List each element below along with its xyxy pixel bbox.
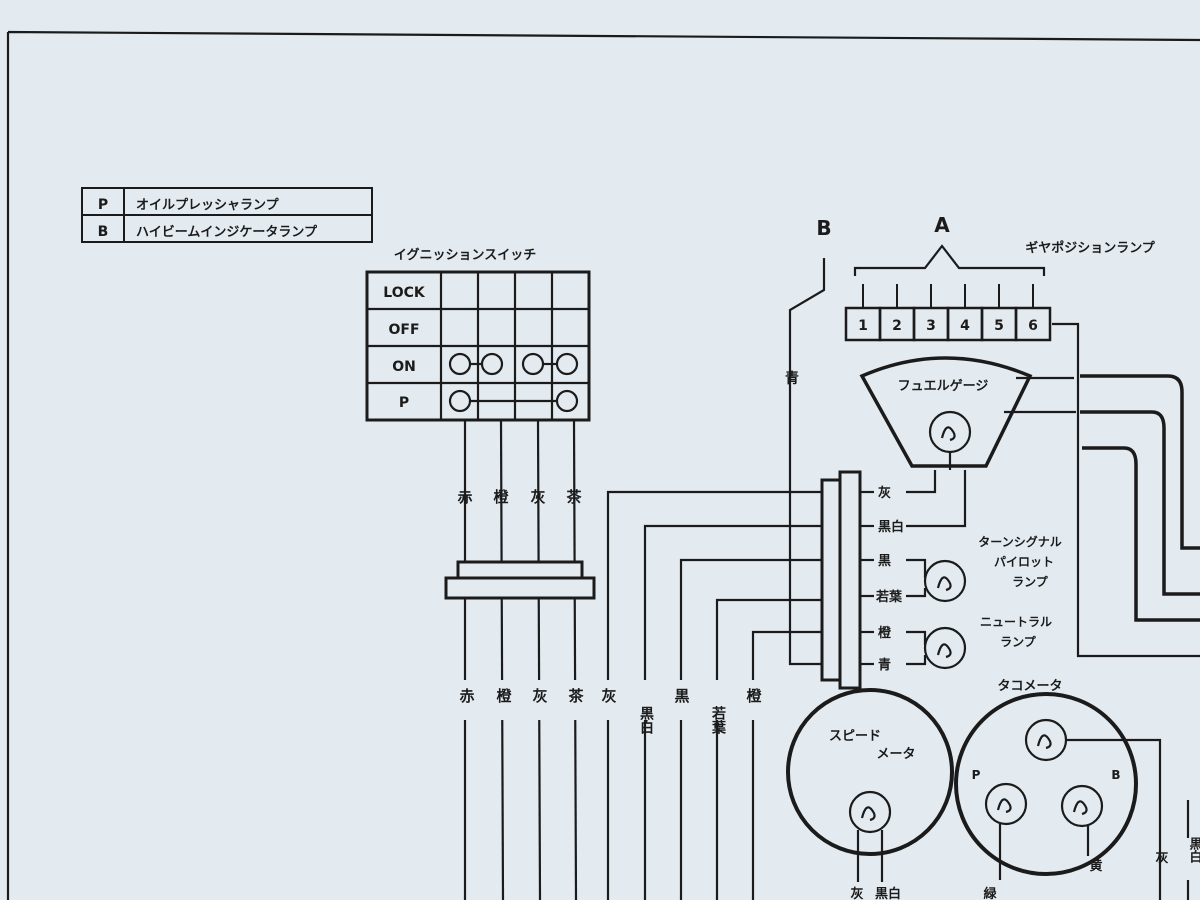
legend-text-b: ハイビームインジケータランプ — [136, 224, 318, 240]
bottom-wire-labels: 赤 橙 灰 茶 灰 黒白 黒 若葉 橙 — [455, 680, 765, 735]
tachometer-p-label: P — [972, 768, 981, 782]
central-connector-block: 灰 黒白 黒 若葉 橙 青 — [820, 470, 967, 690]
right-wire-label: 灰 — [1155, 850, 1168, 866]
ignition-title: イグニッションスイッチ — [394, 247, 536, 263]
ignition-row-lock: LOCK — [383, 285, 426, 301]
bottom-wire-label: 黒白 — [638, 706, 654, 735]
speedometer-wire-label: 黒白 — [875, 886, 901, 900]
gear-position-label: 6 — [1028, 318, 1038, 334]
bottom-wire-label: 若葉 — [710, 705, 727, 735]
tachometer-bulb-p-icon — [984, 782, 1028, 826]
bottom-wire-label: 灰 — [601, 687, 616, 705]
block-wire-label: 若葉 — [875, 589, 903, 605]
bottom-wire-label: 黒 — [674, 687, 689, 705]
tachometer-filament-top-icon — [1036, 734, 1052, 750]
fuel-gauge-body — [859, 356, 1033, 468]
speedometer-title-1: スピード — [829, 729, 881, 744]
ign-wire-label-red: 赤 — [457, 488, 472, 506]
ign-wire-label-brown: 茶 — [566, 488, 582, 506]
legend-table: P オイルプレッシャランプ B ハイビームインジケータランプ — [81, 187, 373, 243]
tachometer-body — [954, 692, 1138, 876]
ign-wire-label-gray: 灰 — [530, 488, 545, 506]
gear-position-lamps: A ギヤポジションランプ 1 2 3 4 5 6 — [844, 213, 1200, 658]
neutral-lamp: ニュートラル ランプ — [923, 615, 1052, 670]
bottom-wire-label: 赤 — [459, 687, 474, 705]
ignition-wires — [463, 419, 578, 900]
ignition-row-on: ON — [392, 359, 416, 375]
neutral-lamp-bulb-icon — [923, 626, 967, 670]
ignition-connector-bottom — [444, 576, 596, 600]
gear-boxes: 1 2 3 4 5 6 — [844, 284, 1052, 342]
block-wire-label: 青 — [878, 657, 891, 673]
right-edge-wires: 灰 黒白 — [1155, 800, 1200, 900]
speedometer-body — [786, 688, 954, 856]
legend-key-b: B — [98, 224, 109, 240]
fuel-gauge-bulb-icon — [928, 410, 972, 454]
turn-lamp-filament-icon — [936, 576, 952, 592]
tachometer-wire-label: 黄 — [1089, 858, 1102, 874]
bottom-wire-label: 橙 — [746, 687, 762, 705]
page-frame — [6, 30, 1200, 900]
neutral-lamp-title-2: ランプ — [1000, 634, 1037, 649]
gear-title: ギヤポジションランプ — [1025, 240, 1156, 256]
bottom-wire-label: 橙 — [496, 687, 512, 705]
gear-connector-a-label: A — [934, 213, 950, 237]
speedometer-bulb-icon — [848, 790, 892, 834]
tachometer-filament-p-icon — [996, 798, 1012, 814]
speedometer-title-2: メータ — [876, 747, 915, 762]
block-wire-label: 橙 — [878, 625, 892, 641]
speedometer-filament-icon — [860, 806, 876, 822]
ignition-connector-top — [456, 560, 584, 580]
gear-position-label: 3 — [926, 318, 936, 334]
tachometer-bulb-top-icon — [1024, 718, 1068, 762]
block-wire-label: 黒白 — [878, 519, 904, 535]
tachometer-filament-b-icon — [1072, 800, 1088, 816]
right-wire-label: 黒白 — [1187, 836, 1200, 864]
ignition-row-off: OFF — [388, 322, 419, 338]
neutral-lamp-title-1: ニュートラル — [980, 615, 1052, 629]
turn-signal-pilot-lamp: ターンシグナル パイロット ランプ — [923, 534, 1062, 603]
bottom-wire-label: 灰 — [532, 687, 547, 705]
connector-b-label: B — [816, 216, 831, 240]
ignition-row-p: P — [399, 395, 409, 411]
block-wire-label: 黒 — [878, 553, 891, 569]
fuel-gauge-filament-icon — [940, 426, 956, 470]
harness-wires — [606, 490, 822, 900]
tachometer: タコメータ P B 緑 黄 — [954, 679, 1162, 900]
block-wire-label: 灰 — [878, 485, 891, 501]
tachometer-bulb-b-icon — [1060, 784, 1104, 828]
fuel-gauge: フュエルゲージ — [859, 356, 1076, 470]
neutral-lamp-filament-icon — [936, 643, 952, 659]
legend-key-p: P — [98, 197, 108, 213]
turn-lamp-title-2: パイロット — [994, 555, 1054, 569]
tachometer-b-label: B — [1111, 768, 1120, 782]
speedometer-wire-label: 灰 — [850, 886, 863, 900]
bottom-wire-label: 茶 — [568, 687, 584, 705]
turn-lamp-title-3: ランプ — [1012, 574, 1049, 589]
legend-text-p: オイルプレッシャランプ — [136, 198, 280, 213]
gear-position-label: 2 — [892, 318, 902, 334]
turn-lamp-title-1: ターンシグナル — [978, 534, 1061, 549]
fuel-gauge-title: フュエルゲージ — [898, 378, 989, 394]
gear-position-label: 5 — [994, 318, 1004, 334]
tachometer-title: タコメータ — [997, 679, 1062, 694]
gear-position-label: 4 — [960, 318, 970, 334]
speedometer: スピード メータ 灰 黒白 — [786, 688, 954, 900]
turn-lamp-bulb-icon — [923, 559, 967, 603]
connector-b: B 青 — [785, 216, 832, 666]
connector-b-wire-label: 青 — [785, 370, 799, 387]
gear-position-label: 1 — [858, 318, 868, 334]
ign-wire-label-orange: 橙 — [493, 488, 509, 506]
right-harness — [1080, 374, 1200, 622]
tachometer-wire-label: 緑 — [983, 886, 997, 900]
ignition-switch: イグニッションスイッチ LOCK OFF ON P 赤 — [365, 247, 596, 900]
ignition-contacts — [448, 352, 579, 413]
